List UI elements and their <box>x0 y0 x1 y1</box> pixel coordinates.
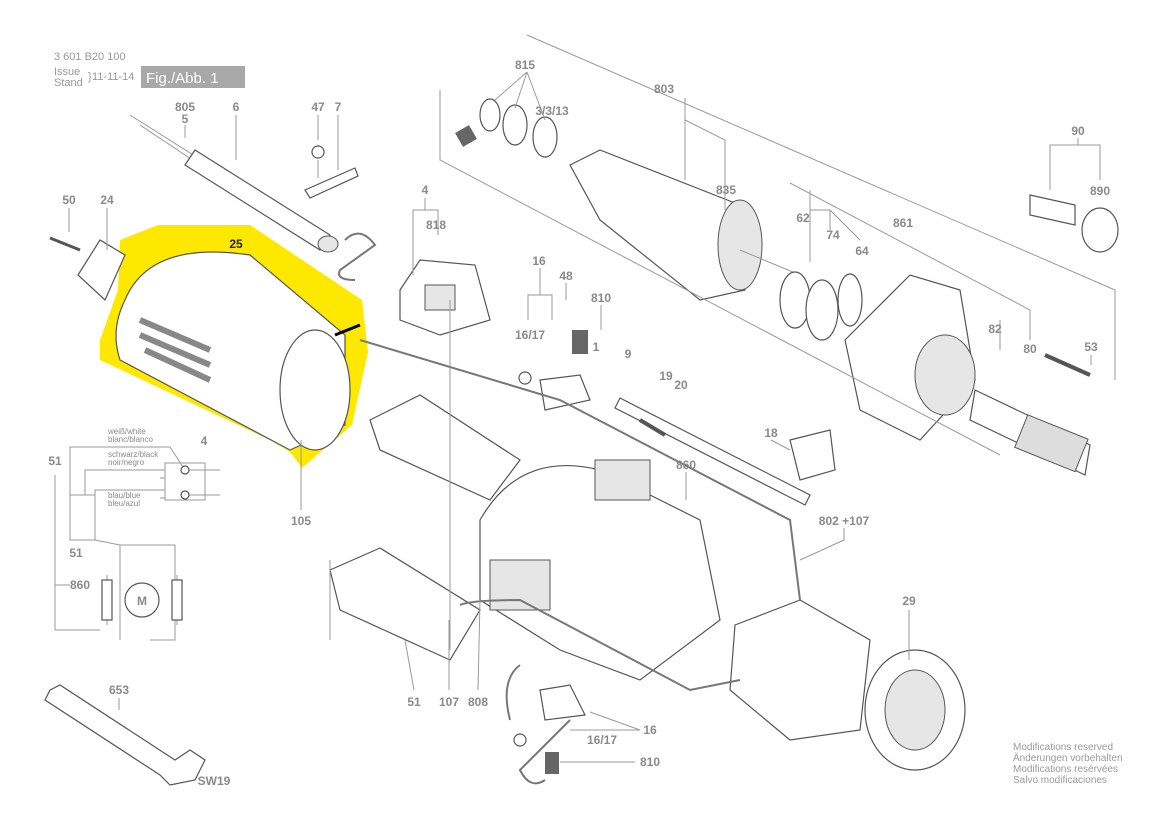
label-16-17[interactable]: 16/17 <box>515 328 545 342</box>
stand-label: Stand <box>54 77 83 89</box>
label-16-lower[interactable]: 16 <box>643 723 657 737</box>
svg-text:Salvo modificaciones: Salvo modificaciones <box>1013 775 1107 786</box>
part-screw-53 <box>1044 353 1091 377</box>
label-803[interactable]: 803 <box>654 82 674 96</box>
label-653[interactable]: 653 <box>109 683 129 697</box>
svg-text:Modifications resérvées: Modifications resérvées <box>1013 764 1118 775</box>
leader-lines <box>68 34 1116 763</box>
label-53[interactable]: 53 <box>1084 340 1098 354</box>
issue-date: 11-11-14 <box>92 71 134 83</box>
label-90[interactable]: 90 <box>1071 124 1085 138</box>
document-header: 3 601 B20 100 Issue Stand } 11-11-14 Fig… <box>54 51 245 89</box>
label-805[interactable]: 805 <box>175 100 195 114</box>
label-80[interactable]: 80 <box>1023 342 1037 356</box>
label-861[interactable]: 861 <box>893 216 913 230</box>
label-47[interactable]: 47 <box>311 100 325 114</box>
figure-label: Fig./Abb. 1 <box>146 70 219 87</box>
svg-text:860: 860 <box>70 578 90 592</box>
part-power-cord <box>129 114 377 281</box>
issue-label: Issue <box>54 66 80 78</box>
label-24[interactable]: 24 <box>100 193 114 207</box>
part-gear-head-29 <box>729 599 966 771</box>
svg-text:Änderungen vorbehalten: Änderungen vorbehalten <box>1013 752 1123 764</box>
label-802-107[interactable]: 802 +107 <box>819 514 870 528</box>
label-64[interactable]: 64 <box>855 244 869 258</box>
part-clamp-7 <box>304 145 359 199</box>
part-brushes <box>513 330 591 774</box>
label-51[interactable]: 51 <box>407 695 421 709</box>
part-slider-9 <box>614 397 836 506</box>
label-16[interactable]: 16 <box>532 254 546 268</box>
part-number: 3 601 B20 100 <box>54 51 126 63</box>
modifications-notice: Modifications reserved Änderungen vorbeh… <box>1013 742 1123 786</box>
wiring-schematic: weiß/white blanc/blanco schwarz/black no… <box>48 427 220 641</box>
label-sw19: SW19 <box>198 774 231 788</box>
label-25[interactable]: 25 <box>229 237 243 251</box>
label-810[interactable]: 810 <box>591 291 611 305</box>
label-6[interactable]: 6 <box>233 100 240 114</box>
label-815[interactable]: 815 <box>515 58 535 72</box>
label-50[interactable]: 50 <box>62 193 76 207</box>
label-62[interactable]: 62 <box>796 211 810 225</box>
label-3-3-13[interactable]: 3/3/13 <box>535 104 569 118</box>
part-armature-803 <box>455 98 801 301</box>
label-808[interactable]: 808 <box>468 695 488 709</box>
motor-symbol: M <box>137 594 147 608</box>
svg-text:noir/negro: noir/negro <box>108 458 145 467</box>
label-818[interactable]: 818 <box>426 218 446 232</box>
svg-text:51: 51 <box>48 454 62 468</box>
svg-text:blau/blue: blau/blue <box>108 491 141 500</box>
label-19[interactable]: 19 <box>659 369 673 383</box>
svg-text:}: } <box>88 71 92 83</box>
label-105[interactable]: 105 <box>291 514 311 528</box>
svg-text:51: 51 <box>69 546 83 560</box>
label-16-17-lower[interactable]: 16/17 <box>587 733 617 747</box>
part-flange-861 <box>844 274 1091 476</box>
part-wrench-653 <box>44 684 206 786</box>
label-810-lower[interactable]: 810 <box>640 755 660 769</box>
label-82[interactable]: 82 <box>988 322 1002 336</box>
label-1[interactable]: 1 <box>593 340 600 354</box>
part-housing-halves <box>329 300 721 681</box>
label-107[interactable]: 107 <box>439 695 459 709</box>
label-9[interactable]: 9 <box>625 347 632 361</box>
label-835[interactable]: 835 <box>716 183 736 197</box>
label-4[interactable]: 4 <box>422 183 429 197</box>
label-7[interactable]: 7 <box>335 100 342 114</box>
part-brush-holder-24 <box>49 236 126 302</box>
svg-text:Modifications reserved: Modifications reserved <box>1013 742 1113 753</box>
label-48[interactable]: 48 <box>559 269 573 283</box>
label-29[interactable]: 29 <box>902 594 916 608</box>
label-18[interactable]: 18 <box>764 426 778 440</box>
part-bearing-group <box>779 271 863 341</box>
svg-text:4: 4 <box>201 434 208 448</box>
part-collet-890 <box>1029 194 1119 253</box>
figure-badge <box>141 66 245 88</box>
part-labels: 815 3/3/13 803 835 805 5 6 47 7 4 818 50… <box>62 58 1110 788</box>
part-25-motor-housing[interactable] <box>100 225 368 468</box>
label-5[interactable]: 5 <box>182 112 189 126</box>
svg-text:bleu/azul: bleu/azul <box>108 499 140 508</box>
label-860[interactable]: 860 <box>676 458 696 472</box>
label-74[interactable]: 74 <box>826 228 840 242</box>
label-20[interactable]: 20 <box>674 378 688 392</box>
svg-text:blanc/blanco: blanc/blanco <box>108 435 153 444</box>
label-890[interactable]: 890 <box>1090 184 1110 198</box>
svg-text:weiß/white: weiß/white <box>107 427 146 436</box>
svg-text:schwarz/black: schwarz/black <box>108 450 159 459</box>
